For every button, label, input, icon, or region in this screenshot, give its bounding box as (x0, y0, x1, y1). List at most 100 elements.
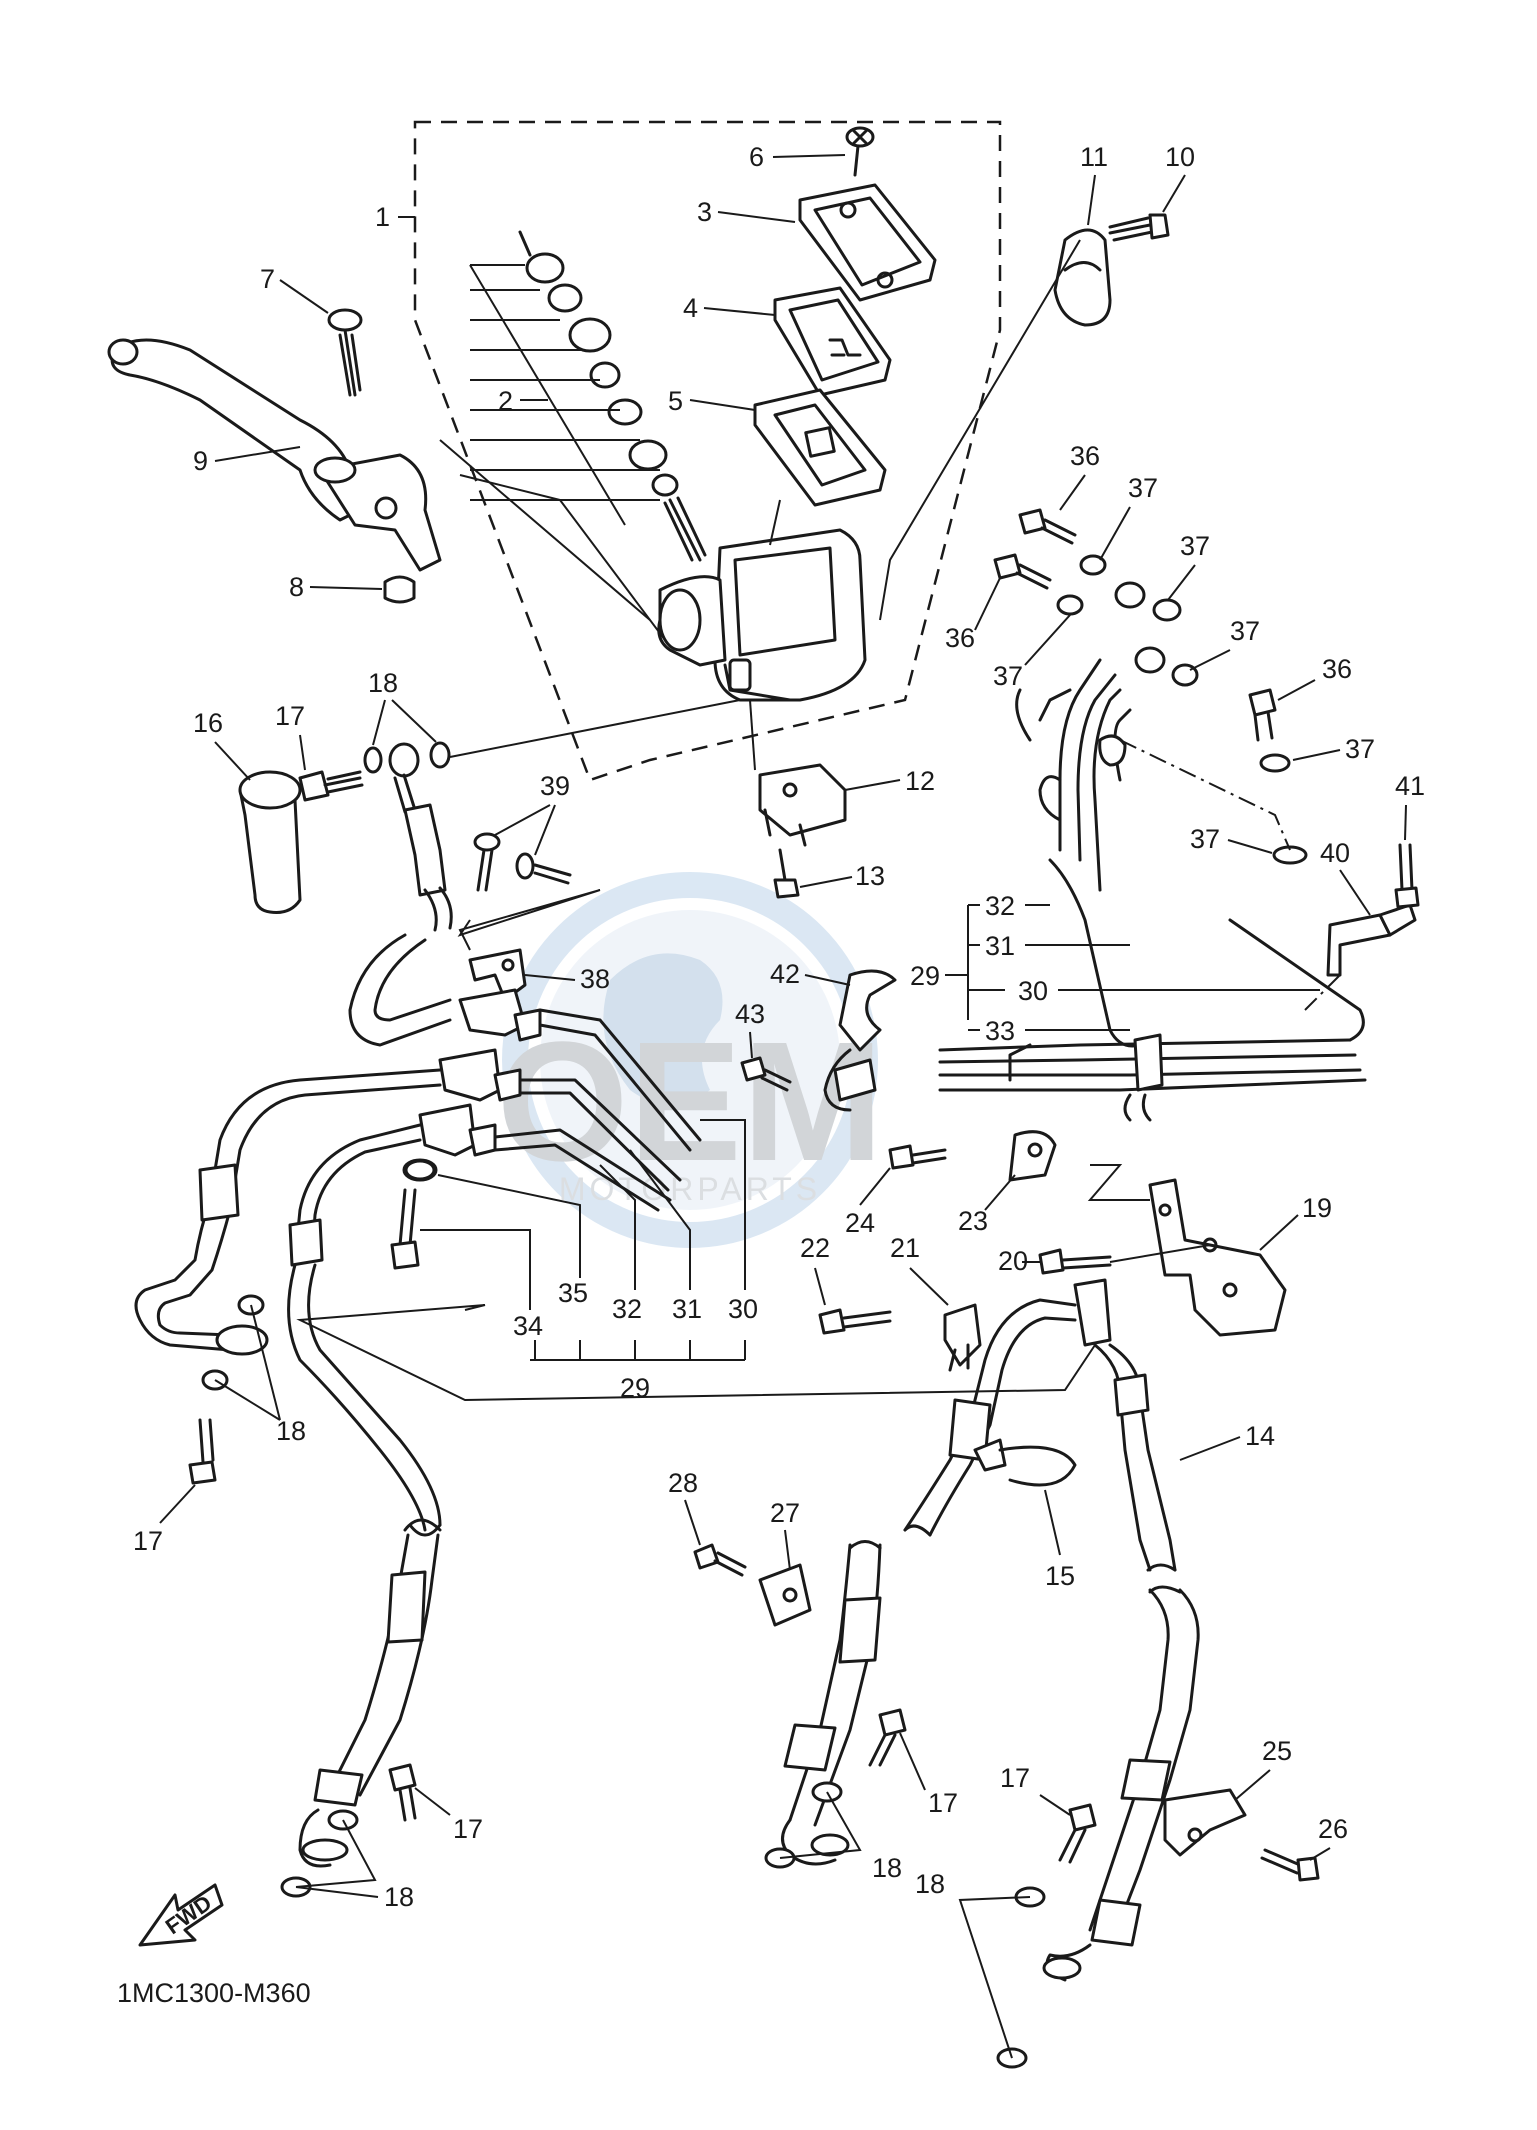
lower-right-hose[interactable] (1042, 1585, 1200, 1982)
callout-17: 17 (275, 701, 305, 731)
master-cylinder-kit[interactable] (469, 230, 707, 562)
brake-pipes[interactable] (493, 658, 1367, 1212)
holder-bolt[interactable] (1108, 213, 1170, 242)
callout-34: 34 (513, 1311, 543, 1341)
callout-31: 31 (985, 931, 1015, 961)
hose-holder-lower[interactable] (758, 1563, 812, 1627)
callout-11: 11 (1080, 142, 1108, 172)
lever-nut[interactable] (383, 575, 416, 604)
brake-hose-right[interactable] (903, 1278, 1177, 1572)
callout-31b: 31 (672, 1294, 702, 1324)
watermark-continents-icon (603, 953, 723, 1105)
left-brake-hoses[interactable] (134, 1068, 442, 1537)
brake-lever[interactable] (107, 338, 442, 572)
union-bolt-cover[interactable] (238, 770, 302, 914)
front-stop-switch[interactable] (749, 699, 847, 847)
callout-36: 36 (1070, 441, 1100, 471)
callout-17b: 17 (133, 1526, 163, 1556)
watermark-brand: OEM (496, 1007, 883, 1197)
hose-guide[interactable] (1163, 1788, 1247, 1857)
callout-26: 26 (1318, 1814, 1348, 1844)
union-bolt-right[interactable] (1058, 1803, 1097, 1864)
callout-23: 23 (958, 1206, 988, 1236)
callout-37: 37 (1128, 473, 1158, 503)
pipe-clamps[interactable] (1008, 1033, 1164, 1122)
holder-bolt-lower[interactable] (693, 1543, 747, 1577)
callout-18: 18 (368, 668, 398, 698)
callout-18d: 18 (872, 1853, 902, 1883)
callout-6: 6 (749, 142, 764, 172)
hose-clamp[interactable] (973, 1438, 1077, 1487)
stay-screw[interactable] (473, 832, 572, 892)
holder-bolt-22[interactable] (818, 1308, 892, 1335)
hose-holder[interactable] (943, 1303, 982, 1372)
union-bolt-center[interactable] (868, 1708, 907, 1767)
holder-bolt-abs[interactable] (1394, 843, 1420, 909)
master-cylinder-body[interactable] (657, 528, 867, 702)
drawing-code: 1MC1300-M360 (117, 1978, 311, 2008)
callout-32: 32 (985, 891, 1015, 921)
callout-21: 21 (890, 1233, 920, 1263)
fwd-arrow-icon: FWD (138, 1883, 224, 1947)
callout-1: 1 (375, 202, 390, 232)
union-bolt-left-lower[interactable] (388, 1763, 417, 1822)
master-cylinder-holder[interactable] (1053, 228, 1112, 327)
callout-29: 29 (910, 961, 940, 991)
diaphragm-holder[interactable] (773, 286, 892, 397)
callout-36b: 36 (945, 623, 975, 653)
callout-24: 24 (845, 1208, 875, 1238)
clamp-bolt[interactable] (888, 1144, 947, 1170)
callout-4: 4 (683, 293, 698, 323)
callout-43: 43 (735, 999, 765, 1029)
copper-washers-lower[interactable] (201, 1294, 1046, 2069)
bracket-bolt[interactable] (1038, 1248, 1112, 1275)
diaphragm[interactable] (753, 388, 887, 507)
callout-40: 40 (1320, 838, 1350, 868)
cap-screw[interactable] (845, 126, 875, 177)
watermark-sub: MOTORPARTS (559, 1171, 821, 1207)
oem-watermark: OEM MOTORPARTS (496, 872, 884, 1248)
switch-screw[interactable] (773, 848, 800, 899)
lower-left-hose[interactable] (298, 1533, 440, 1868)
union-bolt-left-upper[interactable] (188, 1418, 217, 1485)
joint-bolt[interactable] (390, 1188, 420, 1270)
callout-19: 19 (1302, 1193, 1332, 1223)
callout-32b: 32 (612, 1294, 642, 1324)
pipe-holder[interactable] (1326, 903, 1417, 977)
guide-bolt[interactable] (1260, 1848, 1320, 1882)
joint-washer[interactable] (404, 1159, 436, 1181)
callout-labels: 1 2 3 4 5 6 7 8 9 10 11 12 13 (133, 142, 1425, 1912)
upper-hose[interactable] (348, 742, 453, 1047)
pipe-clip[interactable] (823, 969, 897, 1112)
callout-9: 9 (193, 446, 208, 476)
union-bolt-top[interactable] (298, 770, 364, 802)
callout-27: 27 (770, 1498, 800, 1528)
callout-18e: 18 (915, 1869, 945, 1899)
callout-38: 38 (580, 964, 610, 994)
hose-bracket[interactable] (1148, 1178, 1287, 1337)
callout-17c: 17 (453, 1814, 483, 1844)
reservoir-cap[interactable] (798, 183, 937, 302)
union-bolt-abs-1[interactable] (1018, 508, 1077, 545)
pipe-clamp[interactable] (1008, 1130, 1057, 1182)
callout-17d: 17 (928, 1788, 958, 1818)
callout-35: 35 (558, 1278, 588, 1308)
gaskets-abs[interactable] (1056, 554, 1308, 865)
union-bolt-abs-3[interactable] (1248, 688, 1277, 742)
callout-37d: 37 (1230, 616, 1260, 646)
callout-10: 10 (1165, 142, 1195, 172)
callout-29b: 29 (620, 1373, 650, 1403)
union-bolt-abs-2[interactable] (993, 553, 1052, 590)
callout-25: 25 (1262, 1736, 1292, 1766)
lower-center-hose[interactable] (781, 1540, 882, 1866)
lever-bolt[interactable] (327, 308, 363, 397)
copper-washer-top[interactable] (363, 741, 451, 774)
callout-28: 28 (668, 1468, 698, 1498)
callout-16: 16 (193, 708, 223, 738)
callout-37c: 37 (993, 661, 1023, 691)
clip-bolt[interactable] (740, 1056, 792, 1092)
callout-18c: 18 (384, 1882, 414, 1912)
callout-37e: 37 (1345, 734, 1375, 764)
callout-39: 39 (540, 771, 570, 801)
